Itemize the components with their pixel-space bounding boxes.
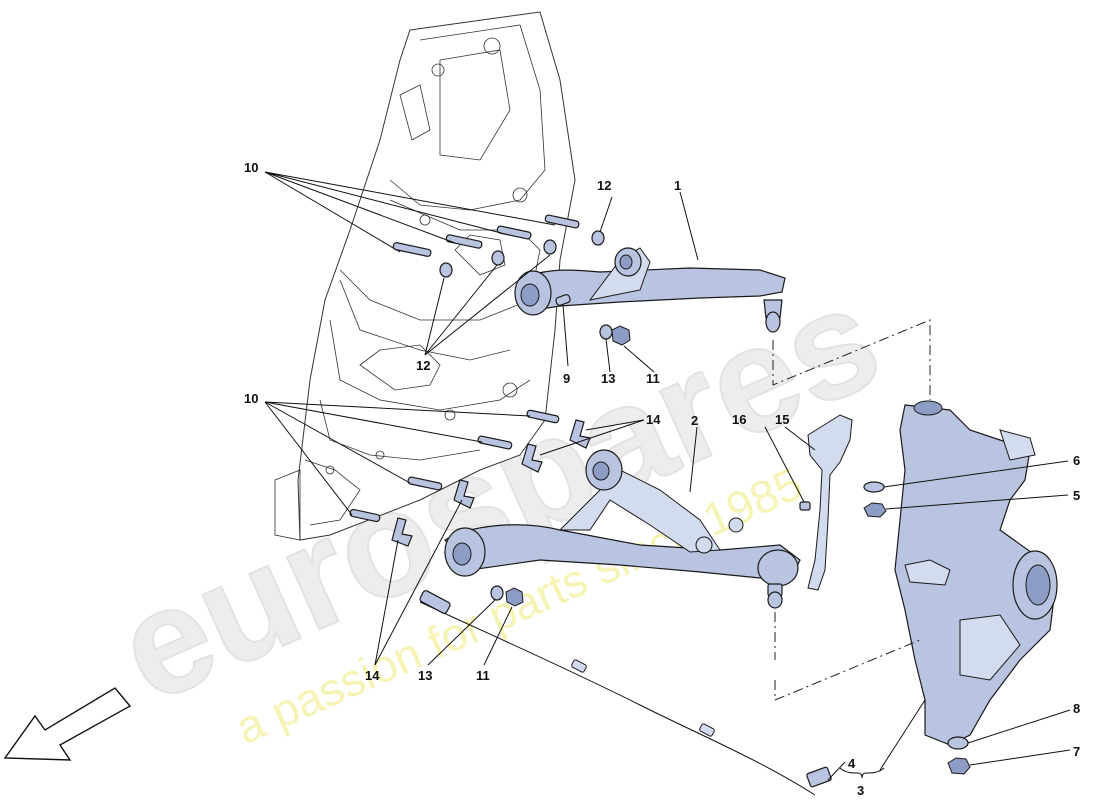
upper-control-arm [514,247,786,333]
washer-upper-13 [599,324,613,340]
bolt [496,225,532,240]
bolt [445,234,483,249]
callout-12-lower: 12 [416,358,430,373]
callout-11-lower: 11 [476,668,490,683]
upper-washers [439,230,605,278]
washer-6 [863,481,885,493]
callout-5: 5 [1073,488,1080,503]
leader-lines [264,171,1071,781]
bracket-15 [807,414,853,591]
callout-15: 15 [775,412,789,427]
callout-9: 9 [563,371,570,386]
nut-5 [863,502,887,518]
callout-2: 2 [691,413,698,428]
nut-7 [947,757,971,775]
callout-14-upper: 14 [646,412,661,427]
nut-upper-11 [611,325,631,346]
lower-control-arm [444,449,801,609]
callout-11-upper: 11 [646,371,660,386]
hub-carrier [894,400,1058,746]
callout-10-upper: 10 [244,160,258,175]
upper-bolts [392,214,580,257]
callout-13-lower: 13 [418,668,432,683]
assembly-lines [772,319,931,701]
bolt [544,214,580,229]
washer-8 [947,736,969,750]
callout-8: 8 [1073,701,1080,716]
lower-clips [391,419,591,547]
lower-bolts [349,409,560,523]
callout-13-upper: 13 [601,371,615,386]
callout-labels: 1 2 3 4 5 6 7 8 9 10 10 11 11 12 12 13 1… [244,160,1080,798]
bolt [392,242,432,257]
callout-3: 3 [857,783,864,798]
callout-10-lower: 10 [244,391,258,406]
callout-12-upper: 12 [597,178,611,193]
sensor-cable [419,590,832,796]
washer-lower-13 [490,585,504,601]
nut-lower-11 [505,587,524,607]
callout-1: 1 [674,178,681,193]
callout-16: 16 [732,412,746,427]
screw-16 [799,501,811,511]
callout-4: 4 [848,756,856,771]
direction-arrow-icon [3,687,132,761]
callout-7: 7 [1073,744,1080,759]
callout-6: 6 [1073,453,1080,468]
callout-14-lower: 14 [365,668,380,683]
